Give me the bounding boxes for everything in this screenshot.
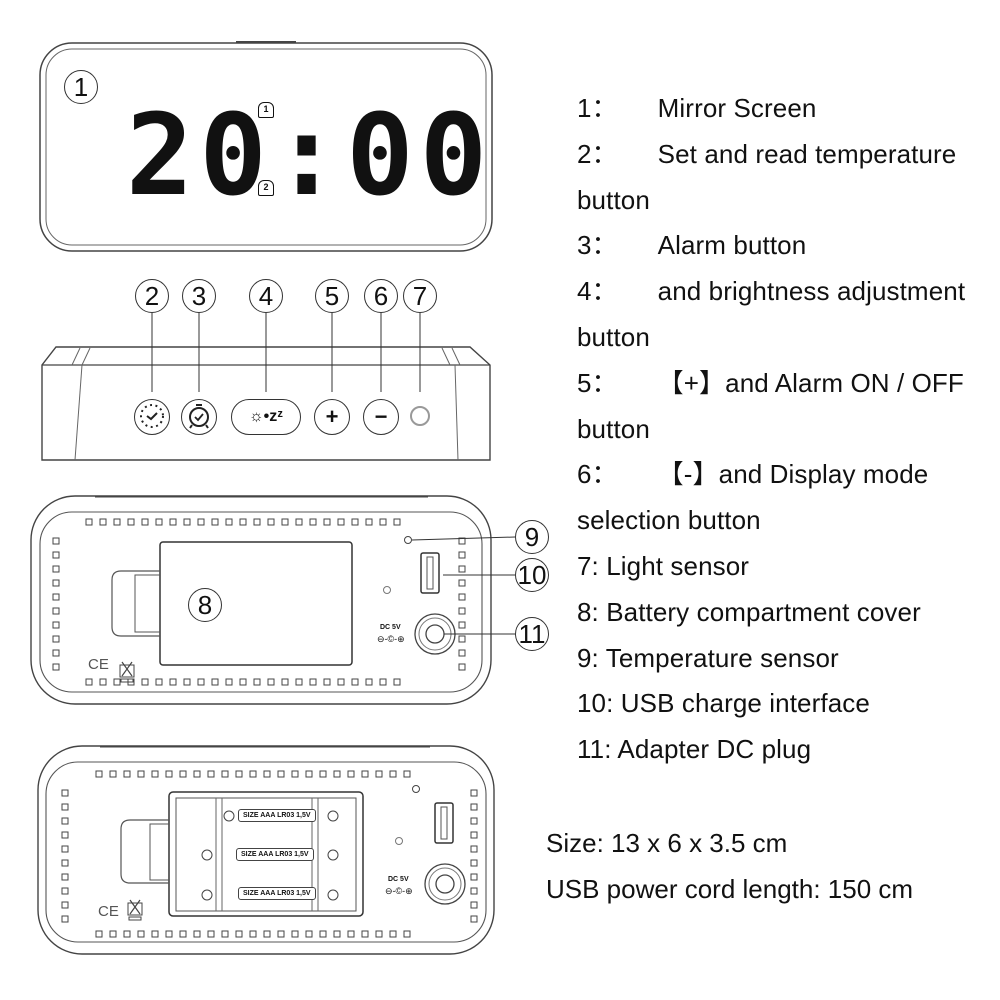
callout-8: 8: [188, 588, 222, 622]
callout-2: 2: [135, 279, 169, 313]
alarm-button[interactable]: [181, 399, 217, 435]
alarm-2-bell-icon: 2: [258, 180, 274, 196]
legend-item-4-cont: button: [577, 321, 650, 352]
legend-item-7: 7: Light sensor: [577, 550, 750, 581]
legend-item-2: 2：Set and read temperature: [577, 138, 957, 169]
legend-item-9: 9: Temperature sensor: [577, 642, 839, 673]
dc-polarity-icon: ⊖-©-⊕: [377, 634, 405, 644]
dc-polarity-icon: ⊖-©-⊕: [385, 886, 413, 896]
legend-item-11: 11: Adapter DC plug: [577, 734, 812, 765]
legend-item-10: 10: USB charge interface: [577, 688, 870, 719]
plus-alarm-onoff-button[interactable]: +: [314, 399, 350, 435]
battery-slot-1: SIZE AAA LR03 1,5V: [238, 809, 316, 822]
minus-icon: −: [374, 404, 388, 429]
clock-display: 20:00: [126, 91, 494, 221]
battery-slot-3: SIZE AAA LR03 1,5V: [238, 887, 316, 900]
legend-item-3: 3：Alarm button: [577, 230, 807, 261]
callout-7: 7: [403, 279, 437, 313]
legend-item-6: 6：【-】and Display mode: [577, 459, 929, 490]
legend-item-4: 4：and brightness adjustment: [577, 276, 966, 307]
plus-icon: +: [325, 404, 339, 429]
alarm-clock-icon: [189, 404, 209, 429]
ce-mark-icon: CE: [98, 903, 119, 920]
legend-item-8: 8: Battery compartment cover: [577, 596, 921, 627]
legend-item-2-cont: button: [577, 184, 650, 215]
callout-3: 3: [182, 279, 216, 313]
parts-legend: 1：Mirror Screen 2：Set and read temperatu…: [577, 86, 997, 773]
legend-item-5: 5：【+】and Alarm ON / OFF: [577, 367, 964, 398]
brightness-snooze-button[interactable]: ☼•zᶻ: [231, 399, 301, 435]
alarm-1-bell-icon: 1: [258, 102, 274, 118]
battery-slot-2: SIZE AAA LR03 1,5V: [236, 848, 314, 861]
callout-4: 4: [249, 279, 283, 313]
callout-6: 6: [364, 279, 398, 313]
legend-item-1: 1：Mirror Screen: [577, 93, 817, 123]
light-sensor-icon: [410, 406, 430, 426]
callout-11: 11: [515, 617, 549, 651]
minus-display-mode-button[interactable]: −: [363, 399, 399, 435]
temperature-button[interactable]: [134, 399, 170, 435]
legend-item-6-cont: selection button: [577, 505, 761, 536]
specifications: Size: 13 x 6 x 3.5 cm USB power cord len…: [546, 820, 913, 912]
spec-cord-length: USB power cord length: 150 cm: [546, 874, 914, 904]
dc-5v-label: DC 5V: [380, 624, 401, 631]
dc-5v-label: DC 5V: [388, 876, 409, 883]
callout-1: 1: [64, 70, 98, 104]
brightness-snooze-icon: ☼•zᶻ: [248, 408, 284, 425]
callout-9: 9: [515, 520, 549, 554]
clock-icon: [140, 404, 164, 428]
spec-size: Size: 13 x 6 x 3.5 cm: [546, 828, 788, 858]
callout-5: 5: [315, 279, 349, 313]
ce-mark-icon: CE: [88, 656, 109, 673]
legend-item-5-cont: button: [577, 413, 650, 444]
callout-10: 10: [515, 558, 549, 592]
